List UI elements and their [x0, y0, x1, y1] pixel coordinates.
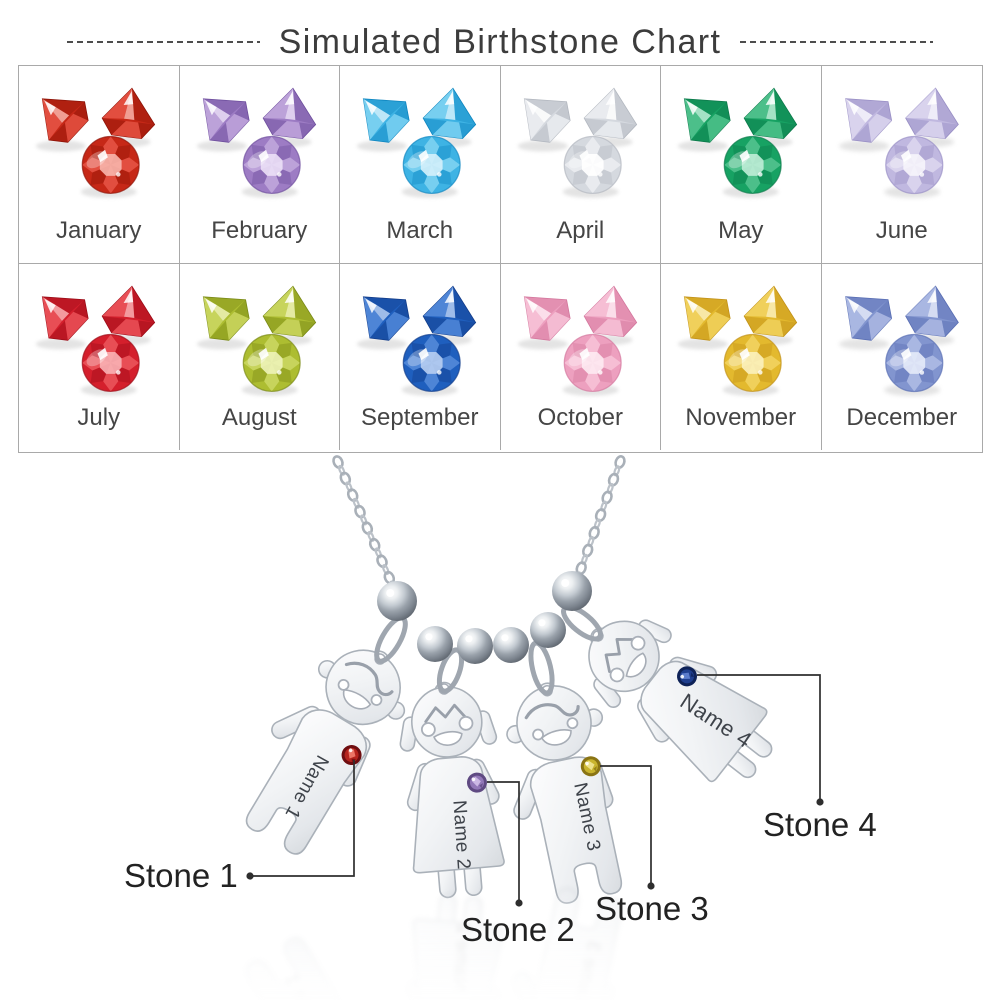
- stone-2-label: Stone 2: [461, 911, 575, 948]
- charm-3-boy: Name 3: [484, 671, 641, 913]
- gem-side-right: [742, 283, 801, 338]
- month-label: August: [221, 404, 297, 431]
- engraved-name-2: Name 2: [448, 800, 474, 871]
- gem-side-right: [421, 283, 480, 338]
- month-label: March: [386, 217, 454, 244]
- gem-round-bottom: [242, 334, 300, 392]
- stone-3-label: Stone 3: [595, 890, 709, 927]
- gem-round-bottom: [82, 334, 140, 392]
- gem-side-right: [421, 85, 480, 140]
- gem-side-left: [345, 278, 417, 349]
- gem-side-left: [666, 278, 738, 349]
- gem-side-right: [581, 283, 641, 338]
- birthstone-cell: May: [661, 66, 822, 264]
- gem-cluster: [506, 80, 641, 198]
- month-label: December: [846, 404, 958, 431]
- gem-cluster: [185, 80, 320, 198]
- birthstone-cell: October: [501, 264, 661, 450]
- gem-cluster: [185, 278, 320, 396]
- birthstone-cell: June: [821, 66, 982, 264]
- birthstone-cell: August: [180, 264, 340, 450]
- gem-cluster: [24, 278, 159, 396]
- gem-side-left: [827, 80, 899, 151]
- gem-side-right: [260, 85, 320, 140]
- gem-side-left: [24, 80, 96, 151]
- gem-cluster: [666, 80, 801, 198]
- title-dash-right: [740, 41, 934, 43]
- gem-side-left: [185, 278, 257, 349]
- boy-charm-body: [484, 671, 641, 913]
- chain-right: [574, 455, 626, 583]
- gem-round-bottom: [724, 334, 782, 392]
- birthstone-cell: November: [661, 264, 822, 450]
- gem-side-left: [24, 278, 96, 349]
- birthstone-cell: January: [19, 66, 180, 264]
- gem-side-right: [903, 84, 962, 140]
- leader-lines: [246, 674, 824, 907]
- gem-round-bottom: [885, 334, 943, 392]
- gem-side-right: [903, 282, 962, 338]
- month-label: October: [537, 404, 623, 431]
- month-label: May: [718, 217, 764, 244]
- gem-side-left: [506, 80, 578, 151]
- gem-round-bottom: [242, 136, 300, 194]
- gem-round-bottom: [563, 334, 621, 392]
- gem-side-right: [100, 85, 159, 140]
- gem-cluster: [827, 278, 962, 396]
- birthstone-1: [341, 745, 362, 766]
- birthstone-4: [677, 666, 698, 687]
- birthstone-cell: February: [179, 66, 340, 264]
- charm-set: Name 4 Name 1: [217, 591, 794, 913]
- gem-round-bottom: [82, 136, 140, 194]
- chain-left: [332, 455, 397, 592]
- month-label: January: [56, 217, 142, 244]
- gem-side-left: [827, 278, 899, 349]
- gem-round-bottom: [885, 136, 943, 194]
- gem-side-left: [666, 80, 738, 151]
- charm-4-girl: Name 4: [560, 591, 794, 805]
- gem-cluster: [827, 80, 962, 198]
- title-dash-left: [66, 41, 260, 43]
- gem-round-bottom: [403, 334, 461, 392]
- birthstone-cell: March: [340, 66, 501, 264]
- month-label: June: [875, 217, 928, 244]
- charm-1-boy: Name 1: [217, 619, 428, 868]
- stone-4-label: Stone 4: [763, 806, 877, 843]
- gem-round-bottom: [403, 136, 461, 194]
- birthstone-cell: December: [822, 264, 983, 450]
- gem-side-right: [581, 85, 641, 140]
- gem-round-bottom: [563, 136, 621, 194]
- gem-cluster: [345, 278, 480, 396]
- gem-cluster: [666, 278, 801, 396]
- gem-side-right: [100, 283, 159, 338]
- month-label: April: [556, 217, 605, 244]
- birthstone-cell: April: [500, 66, 661, 264]
- gem-side-left: [345, 80, 417, 151]
- gem-side-right: [742, 85, 801, 140]
- month-label: July: [77, 404, 121, 431]
- birthstone-cell: September: [340, 264, 501, 450]
- gem-side-left: [506, 278, 578, 349]
- necklace-image: Name 4 Name 1: [217, 455, 824, 1000]
- month-label: November: [685, 404, 797, 431]
- page-title: Simulated Birthstone Chart: [278, 22, 722, 61]
- gem-side-right: [260, 283, 320, 338]
- title-bar: Simulated Birthstone Chart: [0, 22, 1000, 62]
- gem-cluster: [506, 278, 641, 396]
- birthstone-2: [466, 772, 487, 793]
- gem-cluster: [345, 80, 480, 198]
- boy-charm-body: [217, 619, 428, 868]
- gem-cluster: [24, 80, 159, 198]
- birthstone-cell: July: [19, 264, 180, 450]
- gem-round-bottom: [724, 136, 782, 194]
- birthstone-grid: January February March: [18, 65, 983, 453]
- beads: [377, 571, 592, 664]
- gem-side-left: [185, 80, 257, 151]
- charm-2-girl: Name 2: [392, 676, 513, 902]
- girl-charm-body: [392, 676, 513, 902]
- stone-1-label: Stone 1: [124, 857, 238, 894]
- month-label: February: [211, 217, 308, 244]
- month-label: September: [361, 404, 479, 431]
- birthstone-3: [580, 756, 601, 777]
